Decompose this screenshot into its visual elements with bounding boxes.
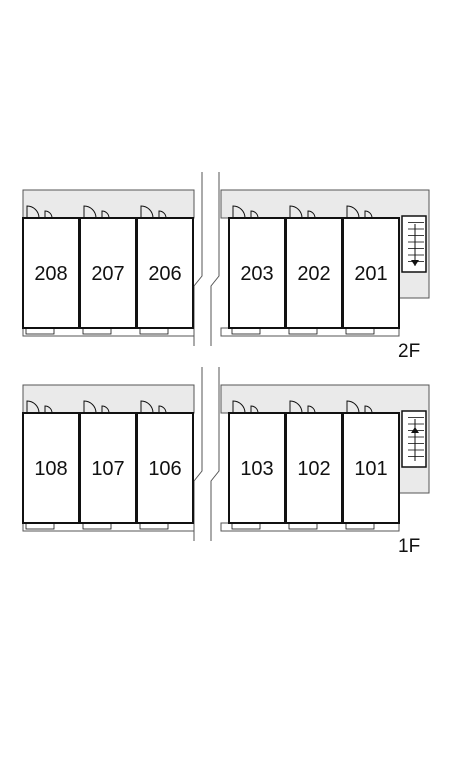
window-icon [288, 327, 318, 335]
door-icon [140, 205, 154, 219]
window-icon [231, 327, 261, 335]
unit-103: 103 [228, 400, 286, 530]
door-icon [232, 205, 246, 219]
break-line [193, 367, 203, 541]
door-icon [289, 400, 303, 414]
break-line [210, 172, 220, 346]
unit-number: 101 [354, 458, 387, 480]
stair-arrow-head [411, 260, 419, 266]
unit-number: 102 [297, 458, 330, 480]
door-icon [346, 205, 360, 219]
stair-arrow-head [411, 427, 419, 433]
unit-106: 106 [136, 400, 194, 530]
unit-102: 102 [285, 400, 343, 530]
door-icon [26, 400, 40, 414]
window-icon [345, 327, 375, 335]
door-icon [289, 205, 303, 219]
floor-2f: 208 207 206 203 202 201 2F [22, 172, 430, 362]
unit-box [342, 217, 400, 329]
floor-label: 2F [398, 341, 420, 362]
break-line [193, 172, 203, 346]
unit-number: 201 [354, 263, 387, 285]
unit-101: 101 [342, 400, 400, 530]
door-icon [83, 205, 97, 219]
unit-box [22, 412, 80, 524]
door-icon [232, 400, 246, 414]
door-icon [83, 400, 97, 414]
window-icon [288, 522, 318, 530]
window-icon [25, 522, 55, 530]
door-icon [140, 400, 154, 414]
window-icon [231, 522, 261, 530]
unit-number: 106 [148, 458, 181, 480]
door-icon [346, 400, 360, 414]
unit-108: 108 [22, 400, 80, 530]
unit-107: 107 [79, 400, 137, 530]
unit-208: 208 [22, 205, 80, 335]
unit-number: 107 [91, 458, 124, 480]
unit-number: 108 [34, 458, 67, 480]
balcony [220, 522, 400, 532]
floor-1f: 108 107 106 103 102 101 1F [22, 367, 430, 557]
window-icon [82, 327, 112, 335]
staircase [401, 410, 427, 468]
walkway [22, 384, 195, 414]
walkway [22, 189, 195, 219]
window-icon [139, 522, 169, 530]
unit-201: 201 [342, 205, 400, 335]
unit-number: 208 [34, 263, 67, 285]
window-icon [139, 327, 169, 335]
window-icon [345, 522, 375, 530]
unit-number: 206 [148, 263, 181, 285]
balcony [220, 327, 400, 337]
door-icon [26, 205, 40, 219]
unit-206: 206 [136, 205, 194, 335]
window-icon [25, 327, 55, 335]
window-icon [82, 522, 112, 530]
unit-202: 202 [285, 205, 343, 335]
unit-number: 103 [240, 458, 273, 480]
break-line [210, 367, 220, 541]
unit-number: 203 [240, 263, 273, 285]
unit-number: 202 [297, 263, 330, 285]
floor-label: 1F [398, 536, 420, 557]
unit-box [228, 412, 286, 524]
unit-203: 203 [228, 205, 286, 335]
unit-box [136, 412, 194, 524]
unit-box [136, 217, 194, 329]
unit-number: 207 [91, 263, 124, 285]
unit-207: 207 [79, 205, 137, 335]
